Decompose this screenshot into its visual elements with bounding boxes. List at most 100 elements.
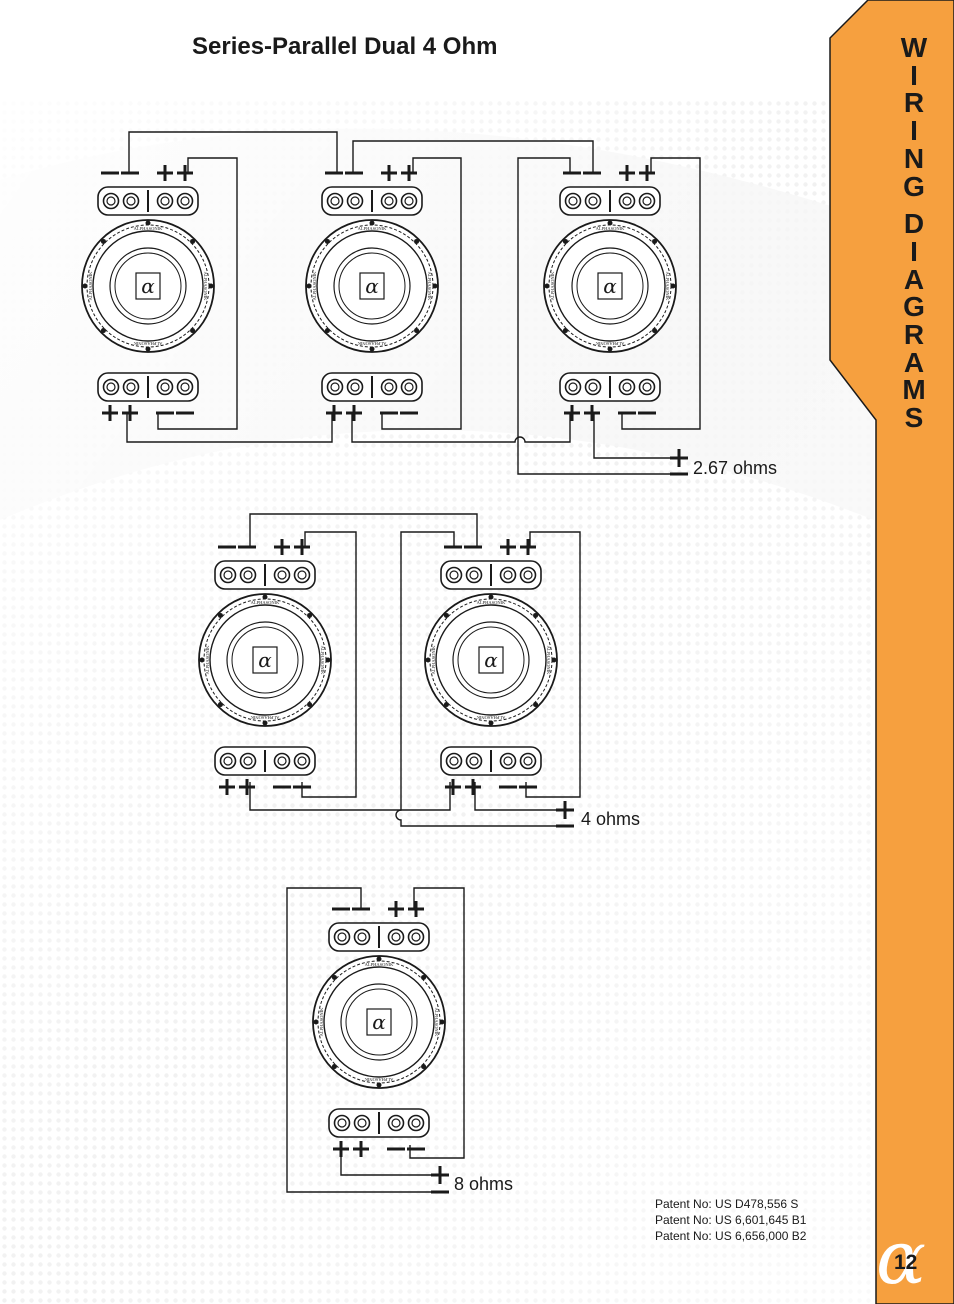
tab-letter: A: [903, 346, 925, 378]
wire: [474, 782, 568, 811]
terminal-screw: [326, 192, 344, 210]
terminal-screw: [445, 566, 463, 584]
wire: [517, 157, 680, 475]
wire: [249, 513, 478, 547]
tab-letter: N: [903, 142, 925, 174]
terminal-block: [328, 922, 430, 952]
brand-text: ALPHASONIK: [476, 715, 506, 720]
tab-letter: D: [903, 208, 925, 240]
page-number: 12: [894, 1251, 918, 1274]
tab-letter: R: [903, 319, 925, 351]
brand-text: ALPHASONIK: [250, 715, 280, 720]
terminal-screw: [326, 378, 344, 396]
polarity-signs: [564, 405, 656, 421]
terminal-screw: [346, 378, 364, 396]
terminal-screw: [387, 1114, 405, 1132]
wire: [301, 531, 357, 798]
brand-text: ALPHASONIK: [550, 271, 555, 301]
terminal-screw: [564, 378, 582, 396]
output-terminals: [431, 449, 688, 1194]
impedance-label: 4 ohms: [581, 809, 641, 829]
wire: [525, 531, 581, 798]
terminal-screw: [400, 378, 418, 396]
brand-text: ALPHASONIK: [133, 341, 163, 346]
patent-list: Patent No: US D478,556 S Patent No: US 6…: [655, 1196, 806, 1244]
polarity-signs: [332, 901, 424, 917]
wire: [621, 157, 701, 430]
brand-text: ALPHASONIK: [134, 226, 164, 231]
terminal-screw: [465, 752, 483, 770]
alpha-logo-icon: α: [258, 648, 272, 672]
polarity-signs: [326, 405, 418, 421]
wire: [409, 887, 465, 1159]
terminal-screw: [618, 192, 636, 210]
patent-line: Patent No: US 6,656,000 B2: [655, 1229, 807, 1243]
tab-letter: I: [910, 115, 918, 147]
tab-letter: I: [910, 235, 918, 267]
terminal-screw: [156, 192, 174, 210]
terminal-screw: [176, 378, 194, 396]
terminal-screw: [499, 566, 517, 584]
polarity-signs: [563, 165, 655, 181]
brand-text: ALPHASONIK: [434, 1008, 439, 1038]
wire: [352, 140, 594, 172]
terminal-block: [97, 186, 199, 216]
terminal-screw: [400, 192, 418, 210]
terminal-screw: [219, 752, 237, 770]
alpha-logo-icon: α: [372, 1010, 386, 1034]
terminal-screw: [618, 378, 636, 396]
brand-text: ALPHASONIK: [203, 272, 208, 302]
alpha-logo-icon: α: [603, 274, 617, 298]
terminal-screw: [102, 192, 120, 210]
terminal-screw: [387, 928, 405, 946]
brand-text: ALPHASONIK: [546, 646, 551, 676]
terminal-screw: [407, 928, 425, 946]
impedance-label: 2.67 ohms: [693, 458, 778, 478]
brand-text: ALPHASONIK: [358, 226, 388, 231]
terminal-screw: [239, 566, 257, 584]
tab-letter: G: [903, 170, 925, 202]
terminal-screw: [346, 192, 364, 210]
terminal-block: [440, 746, 542, 776]
terminal-screw: [239, 752, 257, 770]
polarity-signs: [445, 779, 537, 795]
terminal-block: [559, 372, 661, 402]
alpha-logo-icon: α: [365, 274, 379, 298]
output-terminal: [556, 801, 574, 828]
terminal-screw: [465, 566, 483, 584]
wire: [249, 782, 451, 811]
wire: [157, 157, 238, 430]
polarity-signs: [444, 539, 536, 555]
brand-text: ALPHASONIK: [364, 1077, 394, 1082]
wire: [286, 887, 440, 1193]
terminal-block: [440, 560, 542, 590]
polarity-signs: [218, 539, 310, 555]
tab-letter: M: [902, 374, 926, 406]
terminal-screw: [519, 566, 537, 584]
polarity-signs: [101, 165, 193, 181]
alpha-logo-icon: α: [876, 1215, 926, 1301]
terminal-screw: [293, 752, 311, 770]
brand-text: ALPHASONIK: [312, 271, 317, 301]
brand-text: ALPHASONIK: [88, 271, 93, 301]
polarity-signs: [219, 779, 311, 795]
brand-text: ALPHASONIK: [205, 645, 210, 675]
polarity-signs: [102, 405, 194, 421]
terminal-screw: [333, 928, 351, 946]
terminal-block: [328, 1108, 430, 1138]
terminal-screw: [273, 752, 291, 770]
terminal-screw: [122, 192, 140, 210]
page-title: Series-Parallel Dual 4 Ohm: [192, 33, 498, 60]
wire: [351, 413, 571, 443]
terminal-block: [214, 746, 316, 776]
terminal-screw: [293, 566, 311, 584]
